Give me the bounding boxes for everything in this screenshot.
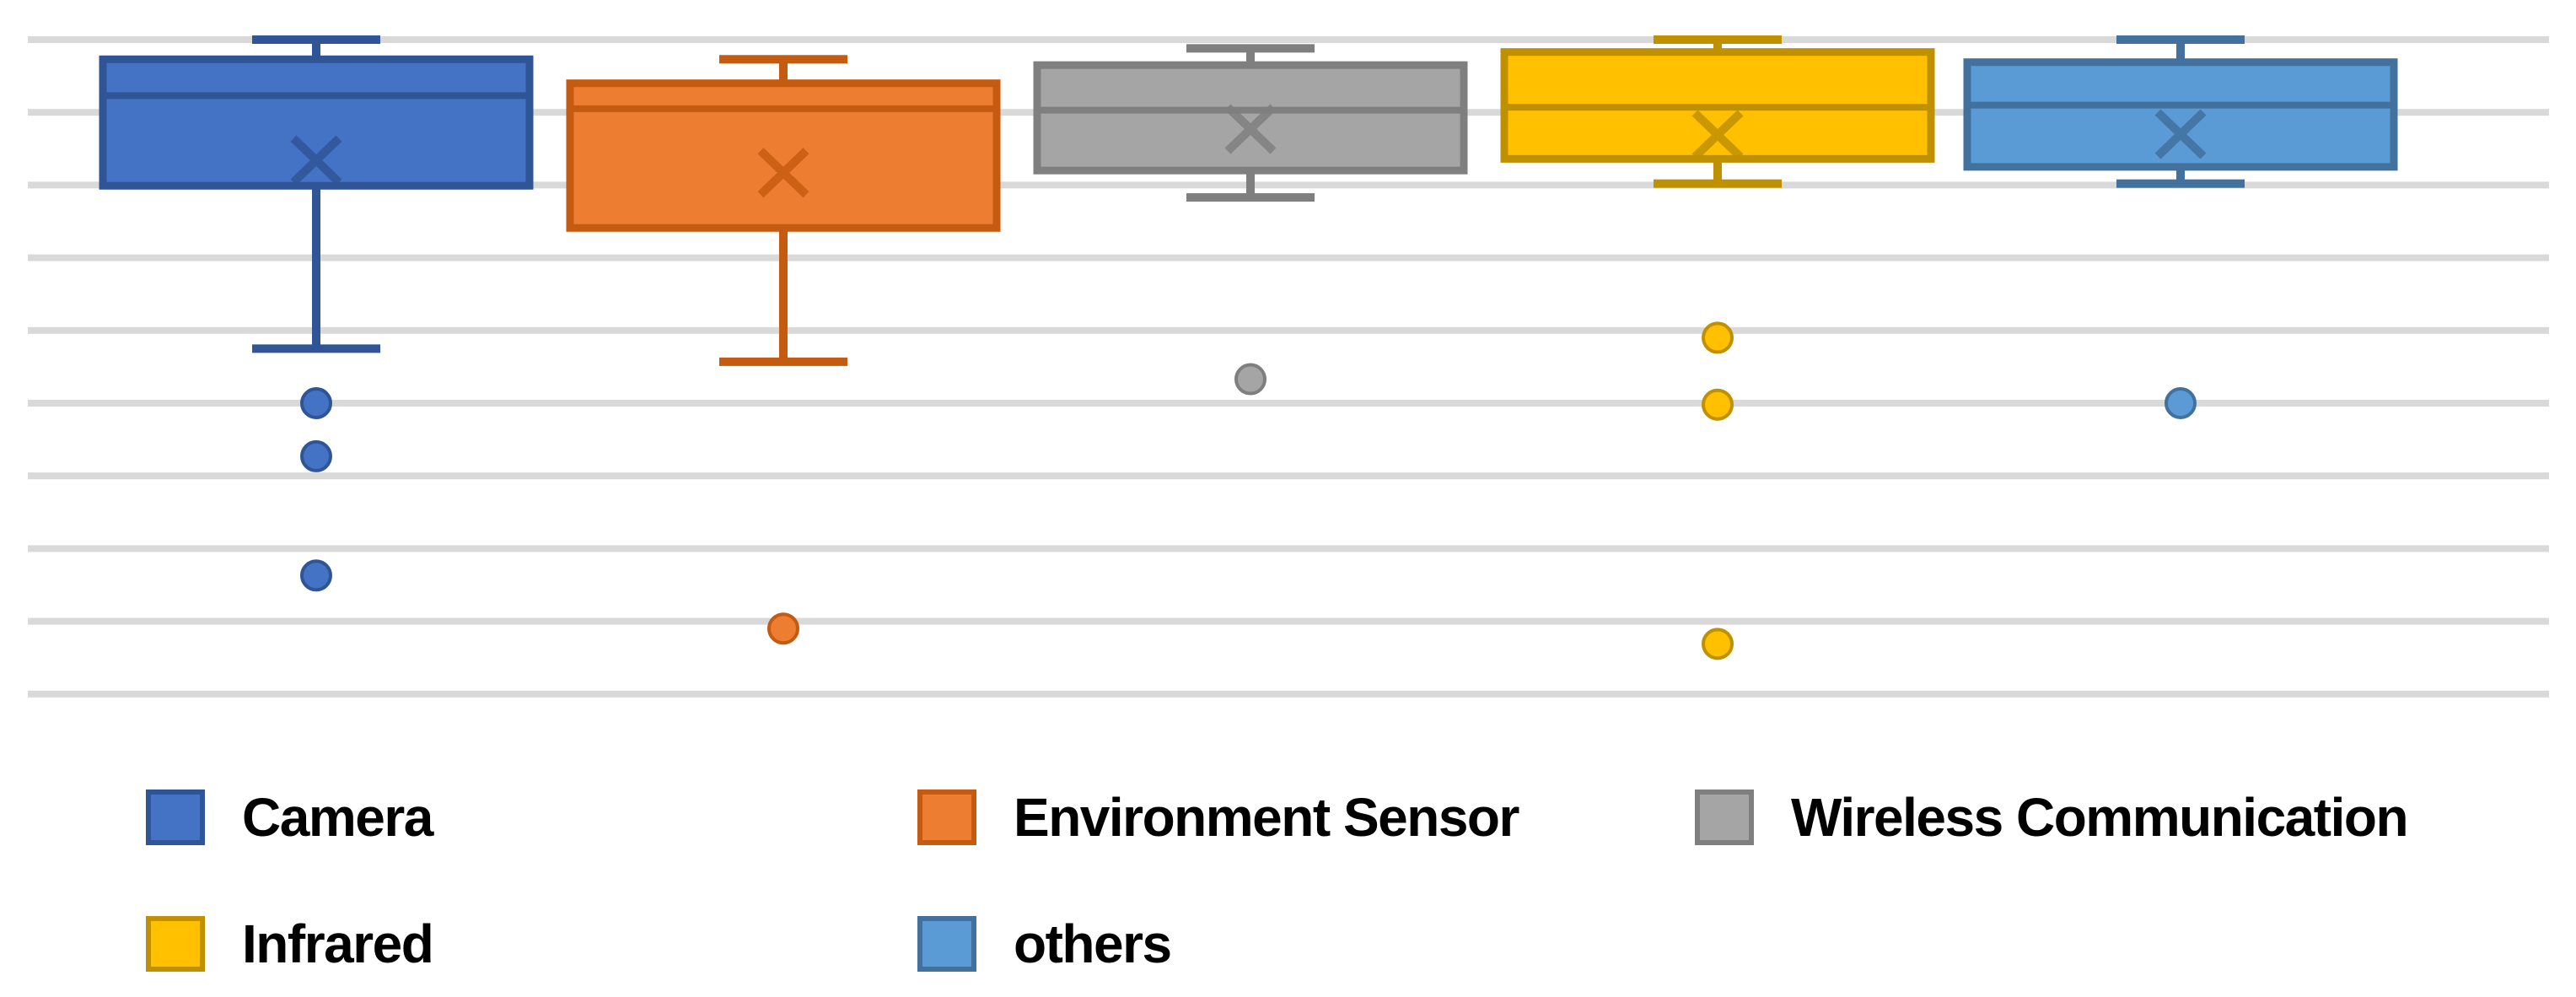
whisker-cap-upper	[252, 35, 380, 44]
outlier-point	[1702, 388, 1734, 421]
legend-item-infrared: Infrared	[146, 913, 434, 974]
outlier-point	[300, 439, 332, 472]
whisker-cap-lower	[252, 344, 380, 353]
gridline	[28, 545, 2549, 552]
legend-swatch-camera	[146, 790, 205, 845]
gridline	[28, 690, 2549, 698]
legend-label-camera: Camera	[242, 787, 433, 848]
mean-x-marker	[1224, 104, 1277, 154]
gridline	[28, 254, 2549, 261]
legend-label-wireless-communication: Wireless Communication	[1791, 787, 2409, 848]
whisker-line-lower	[1246, 170, 1255, 198]
outlier-point	[300, 559, 332, 592]
whisker-line-upper	[2176, 40, 2185, 62]
legend-swatch-wireless-communication	[1695, 790, 1754, 845]
outlier-point	[1234, 363, 1266, 396]
mean-x-marker	[757, 148, 809, 198]
box	[1963, 58, 2398, 171]
box-series-others	[1963, 35, 2398, 419]
legend-item-others: others	[917, 913, 1172, 974]
gridline	[28, 400, 2549, 407]
whisker-line-upper	[1246, 48, 1255, 66]
mean-x-marker	[2154, 109, 2207, 159]
whisker-cap-upper	[1186, 44, 1315, 53]
mean-x-marker	[290, 135, 342, 186]
legend-swatch-environment-sensor	[917, 790, 976, 845]
whisker-line-lower	[2176, 166, 2185, 184]
whisker-line-upper	[312, 40, 320, 60]
whisker-cap-lower	[1654, 179, 1782, 188]
box-series-infrared	[1500, 35, 1935, 660]
outlier-point	[1702, 321, 1734, 354]
gridline	[28, 36, 2549, 43]
whisker-line-upper	[779, 59, 788, 84]
gridline	[28, 181, 2549, 189]
outlier-point	[1702, 628, 1734, 660]
whisker-cap-lower	[1186, 193, 1315, 202]
gridline	[28, 472, 2549, 480]
whisker-cap-lower	[719, 357, 847, 366]
box	[1033, 61, 1468, 175]
whisker-line-lower	[1713, 159, 1722, 184]
whisker-line-upper	[1713, 40, 1722, 52]
mean-x-marker	[1691, 110, 1744, 160]
gridline	[28, 326, 2549, 334]
box-series-wireless-communication	[1033, 44, 1468, 396]
legend-item-environment-sensor: Environment Sensor	[917, 790, 1519, 845]
whisker-cap-upper	[719, 55, 847, 64]
whisker-cap-upper	[1654, 35, 1782, 44]
whisker-line-lower	[779, 228, 788, 362]
box-series-environment-sensor	[566, 55, 1001, 645]
gridline	[28, 617, 2549, 625]
legend-swatch-infrared	[146, 916, 205, 972]
legend-swatch-others	[917, 916, 976, 972]
whisker-cap-lower	[2116, 179, 2245, 188]
whisker-cap-upper	[2116, 35, 2245, 44]
legend-item-camera: Camera	[146, 790, 433, 845]
legend-label-environment-sensor: Environment Sensor	[1014, 787, 1519, 848]
outlier-point	[2165, 387, 2197, 419]
whisker-line-lower	[312, 186, 320, 349]
legend-label-infrared: Infrared	[242, 913, 434, 974]
box-series-camera	[99, 35, 534, 592]
legend-label-others: others	[1014, 913, 1172, 974]
outlier-point	[300, 387, 332, 419]
legend-item-wireless-communication: Wireless Communication	[1695, 787, 2409, 848]
outlier-point	[767, 612, 799, 645]
